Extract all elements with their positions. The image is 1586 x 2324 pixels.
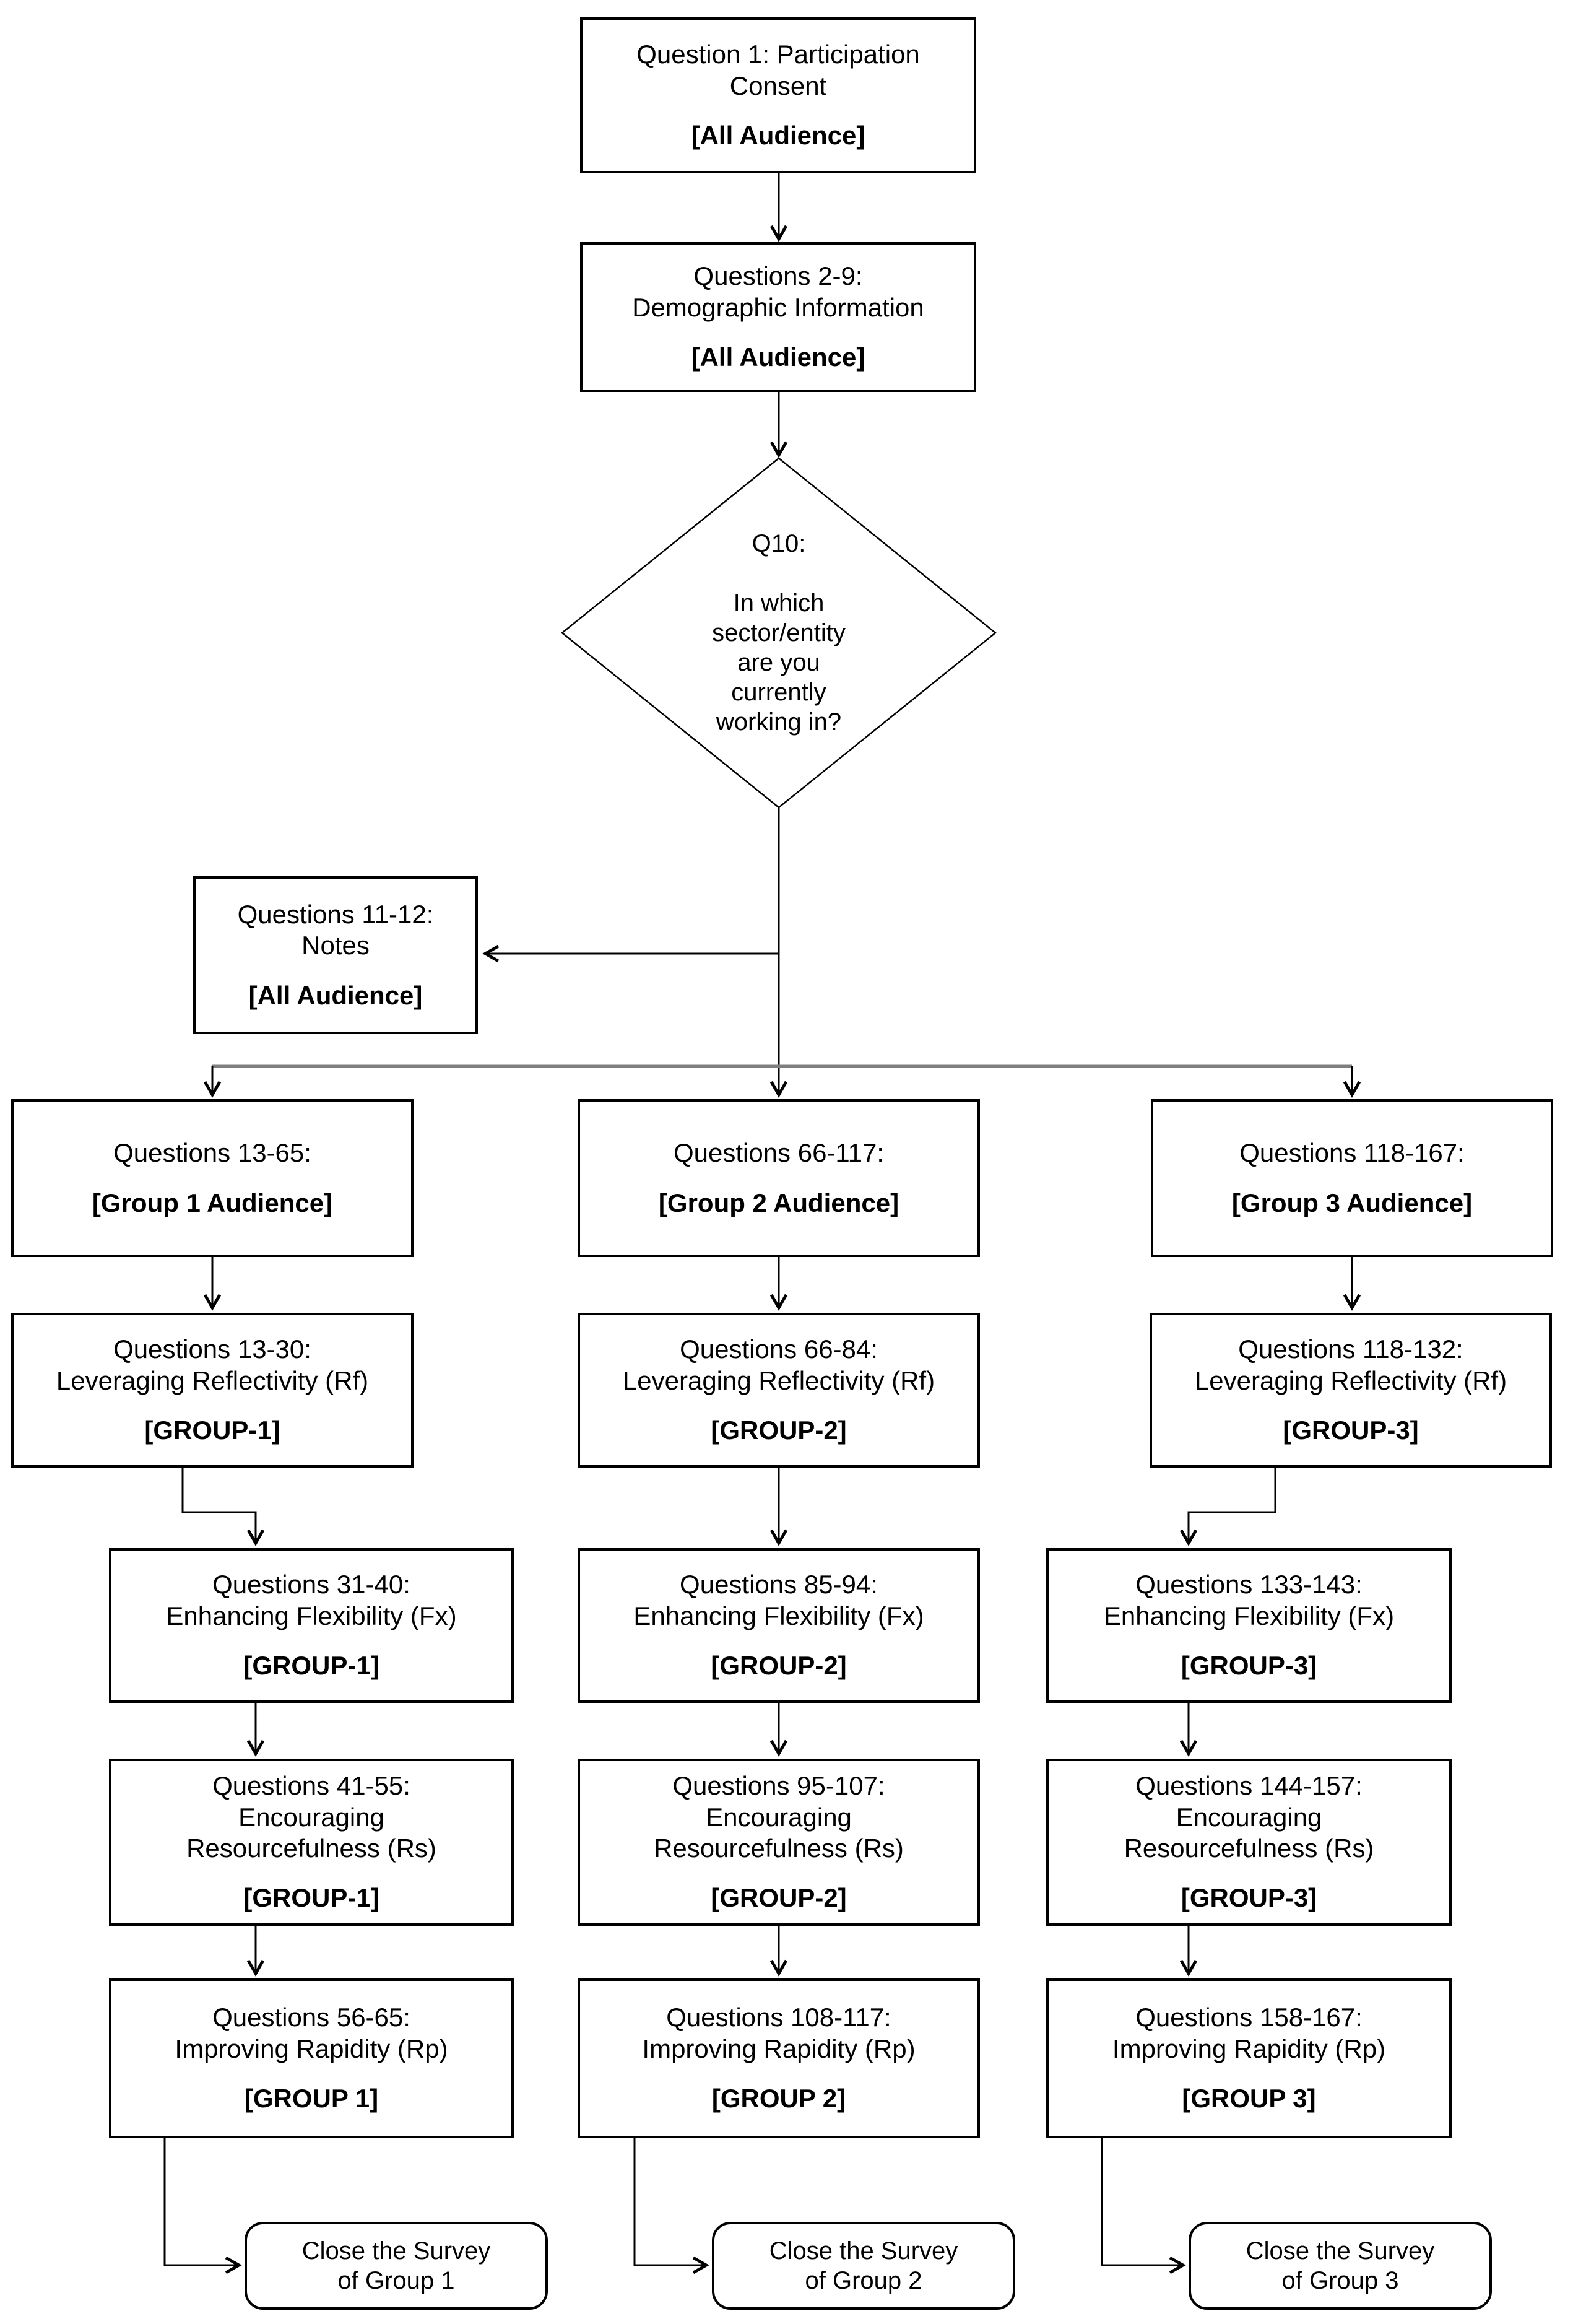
node-group3-step-rapidity: Questions 158-167: Improving Rapidity (R… [1046, 1978, 1452, 2138]
node-group-tag: [GROUP-2] [711, 1651, 847, 1681]
node-group2-step-resourcefulness: Questions 95-107: Encouraging Resourcefu… [578, 1759, 980, 1926]
node-group-tag: [GROUP-3] [1181, 1883, 1317, 1913]
node-audience: [Group 1 Audience] [92, 1188, 333, 1217]
node-group2-step-flexibility: Questions 85-94: Enhancing Flexibility (… [578, 1548, 980, 1703]
node-demographics: Questions 2-9: Demographic Information [… [580, 242, 976, 392]
node-title: Questions 13-65: [113, 1138, 311, 1168]
node-group2-step-rapidity: Questions 108-117: Improving Rapidity (R… [578, 1978, 980, 2138]
node-decision: Q10: In which sector/entity are you curr… [655, 508, 903, 758]
edge-g3-s3-close [1101, 2138, 1186, 2274]
node-group2-step-reflectivity: Questions 66-84: Leveraging Reflectivity… [578, 1313, 980, 1468]
edge-g2-s3-close [633, 2138, 709, 2274]
node-group1-close: Close the Survey of Group 1 [245, 2222, 548, 2310]
node-group-tag: [GROUP 2] [711, 2084, 846, 2113]
node-group3-step-reflectivity: Questions 118-132: Leveraging Reflectivi… [1150, 1313, 1552, 1468]
node-title: Questions 144-157: Encouraging Resourcef… [1124, 1771, 1374, 1863]
node-group-tag: [GROUP-1] [243, 1651, 379, 1681]
node-notes: Questions 11-12: Notes [All Audience] [193, 876, 478, 1034]
node-group1-step-flexibility: Questions 31-40: Enhancing Flexibility (… [109, 1548, 514, 1703]
node-title: Questions 158-167: Improving Rapidity (R… [1112, 2003, 1386, 2063]
edge-g1-s3-close [163, 2138, 242, 2274]
node-group1-step-resourcefulness: Questions 41-55: Encouraging Resourceful… [109, 1759, 514, 1926]
node-audience: [Group 2 Audience] [658, 1188, 899, 1217]
node-group-tag: [GROUP-1] [144, 1416, 280, 1445]
node-title: Questions 2-9: Demographic Information [632, 261, 924, 322]
decision-diamond [561, 457, 997, 809]
node-title: Questions 133-143: Enhancing Flexibility… [1103, 1570, 1395, 1630]
node-consent: Question 1: Participation Consent [All A… [580, 17, 976, 173]
node-audience: [All Audience] [691, 342, 865, 372]
edge-g3-s0-s1 [1179, 1468, 1276, 1546]
node-title: Questions 85-94: Enhancing Flexibility (… [633, 1570, 924, 1630]
node-group-tag: [GROUP-3] [1181, 1651, 1317, 1681]
node-group2-close: Close the Survey of Group 2 [712, 2222, 1015, 2310]
node-group3-close: Close the Survey of Group 3 [1189, 2222, 1492, 2310]
node-title: Questions 31-40: Enhancing Flexibility (… [166, 1570, 457, 1630]
node-group1-header: Questions 13-65: [Group 1 Audience] [11, 1099, 414, 1257]
node-group3-step-resourcefulness: Questions 144-157: Encouraging Resourcef… [1046, 1759, 1452, 1926]
node-title: Questions 11-12: Notes [237, 899, 434, 960]
node-group-tag: [GROUP-2] [711, 1416, 847, 1445]
node-title: Close the Survey of Group 2 [769, 2237, 958, 2294]
node-title: Questions 56-65: Improving Rapidity (Rp) [175, 2003, 448, 2063]
node-title: Close the Survey of Group 3 [1246, 2237, 1435, 2294]
node-title: Questions 108-117: Improving Rapidity (R… [642, 2003, 916, 2063]
decision-question: In which sector/entity are you currently… [712, 590, 846, 736]
node-title: Close the Survey of Group 1 [301, 2237, 491, 2294]
node-title: Questions 41-55: Encouraging Resourceful… [186, 1771, 436, 1863]
node-group1-step-rapidity: Questions 56-65: Improving Rapidity (Rp)… [109, 1978, 514, 2138]
node-group-tag: [GROUP-3] [1283, 1416, 1419, 1445]
edge-g1-s0-s1 [181, 1468, 265, 1546]
node-group-tag: [GROUP 1] [244, 2084, 379, 2113]
node-audience: [Group 3 Audience] [1231, 1188, 1473, 1217]
node-audience: [All Audience] [248, 980, 423, 1010]
node-group2-header: Questions 66-117: [Group 2 Audience] [578, 1099, 980, 1257]
node-title: Questions 13-30: Leveraging Reflectivity… [56, 1334, 369, 1395]
node-title: Questions 66-84: Leveraging Reflectivity… [622, 1334, 935, 1395]
node-group1-step-reflectivity: Questions 13-30: Leveraging Reflectivity… [11, 1313, 414, 1468]
decision-label: Q10: [752, 530, 806, 557]
node-group-tag: [GROUP 3] [1182, 2084, 1316, 2113]
node-title: Questions 66-117: [673, 1138, 885, 1168]
node-group3-step-flexibility: Questions 133-143: Enhancing Flexibility… [1046, 1548, 1452, 1703]
node-group3-header: Questions 118-167: [Group 3 Audience] [1151, 1099, 1553, 1257]
node-group-tag: [GROUP-1] [243, 1883, 379, 1913]
node-title: Questions 118-167: [1239, 1138, 1465, 1168]
node-group-tag: [GROUP-2] [711, 1883, 847, 1913]
node-audience: [All Audience] [691, 121, 865, 150]
node-title: Questions 95-107: Encouraging Resourcefu… [654, 1771, 904, 1863]
node-title: Question 1: Participation Consent [636, 40, 920, 100]
node-title: Questions 118-132: Leveraging Reflectivi… [1194, 1334, 1507, 1395]
